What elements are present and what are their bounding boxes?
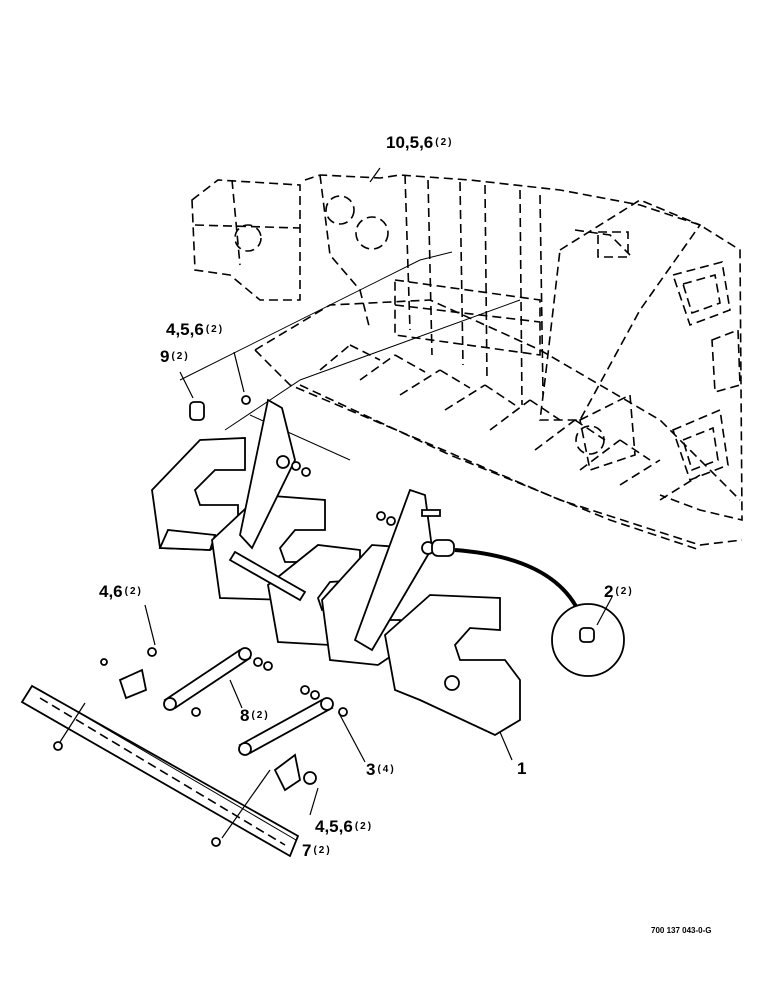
callout-4-5-6-upper: 4,5,6(2) — [166, 320, 225, 339]
callout-1: 1 — [517, 759, 527, 778]
callout-9: 9(2) — [160, 347, 190, 366]
drawing-number: 700 137 043-0-G — [651, 926, 712, 935]
callout-4-5-6-lower: 4,5,6(2) — [315, 817, 374, 836]
callout-2: 2(2) — [604, 582, 634, 601]
callout-4-6: 4,6(2) — [99, 582, 143, 601]
callout-8: 8(2) — [240, 706, 270, 725]
angle-rail — [20, 684, 300, 858]
hardware — [100, 395, 625, 792]
callout-7: 7(2) — [302, 841, 332, 860]
callout-10-5-6: 10,5,6(2) — [386, 133, 454, 152]
callout-3: 3(4) — [366, 760, 396, 779]
tine-assembly — [151, 398, 521, 737]
machine-frame — [179, 174, 743, 551]
leader-lines — [59, 167, 613, 839]
